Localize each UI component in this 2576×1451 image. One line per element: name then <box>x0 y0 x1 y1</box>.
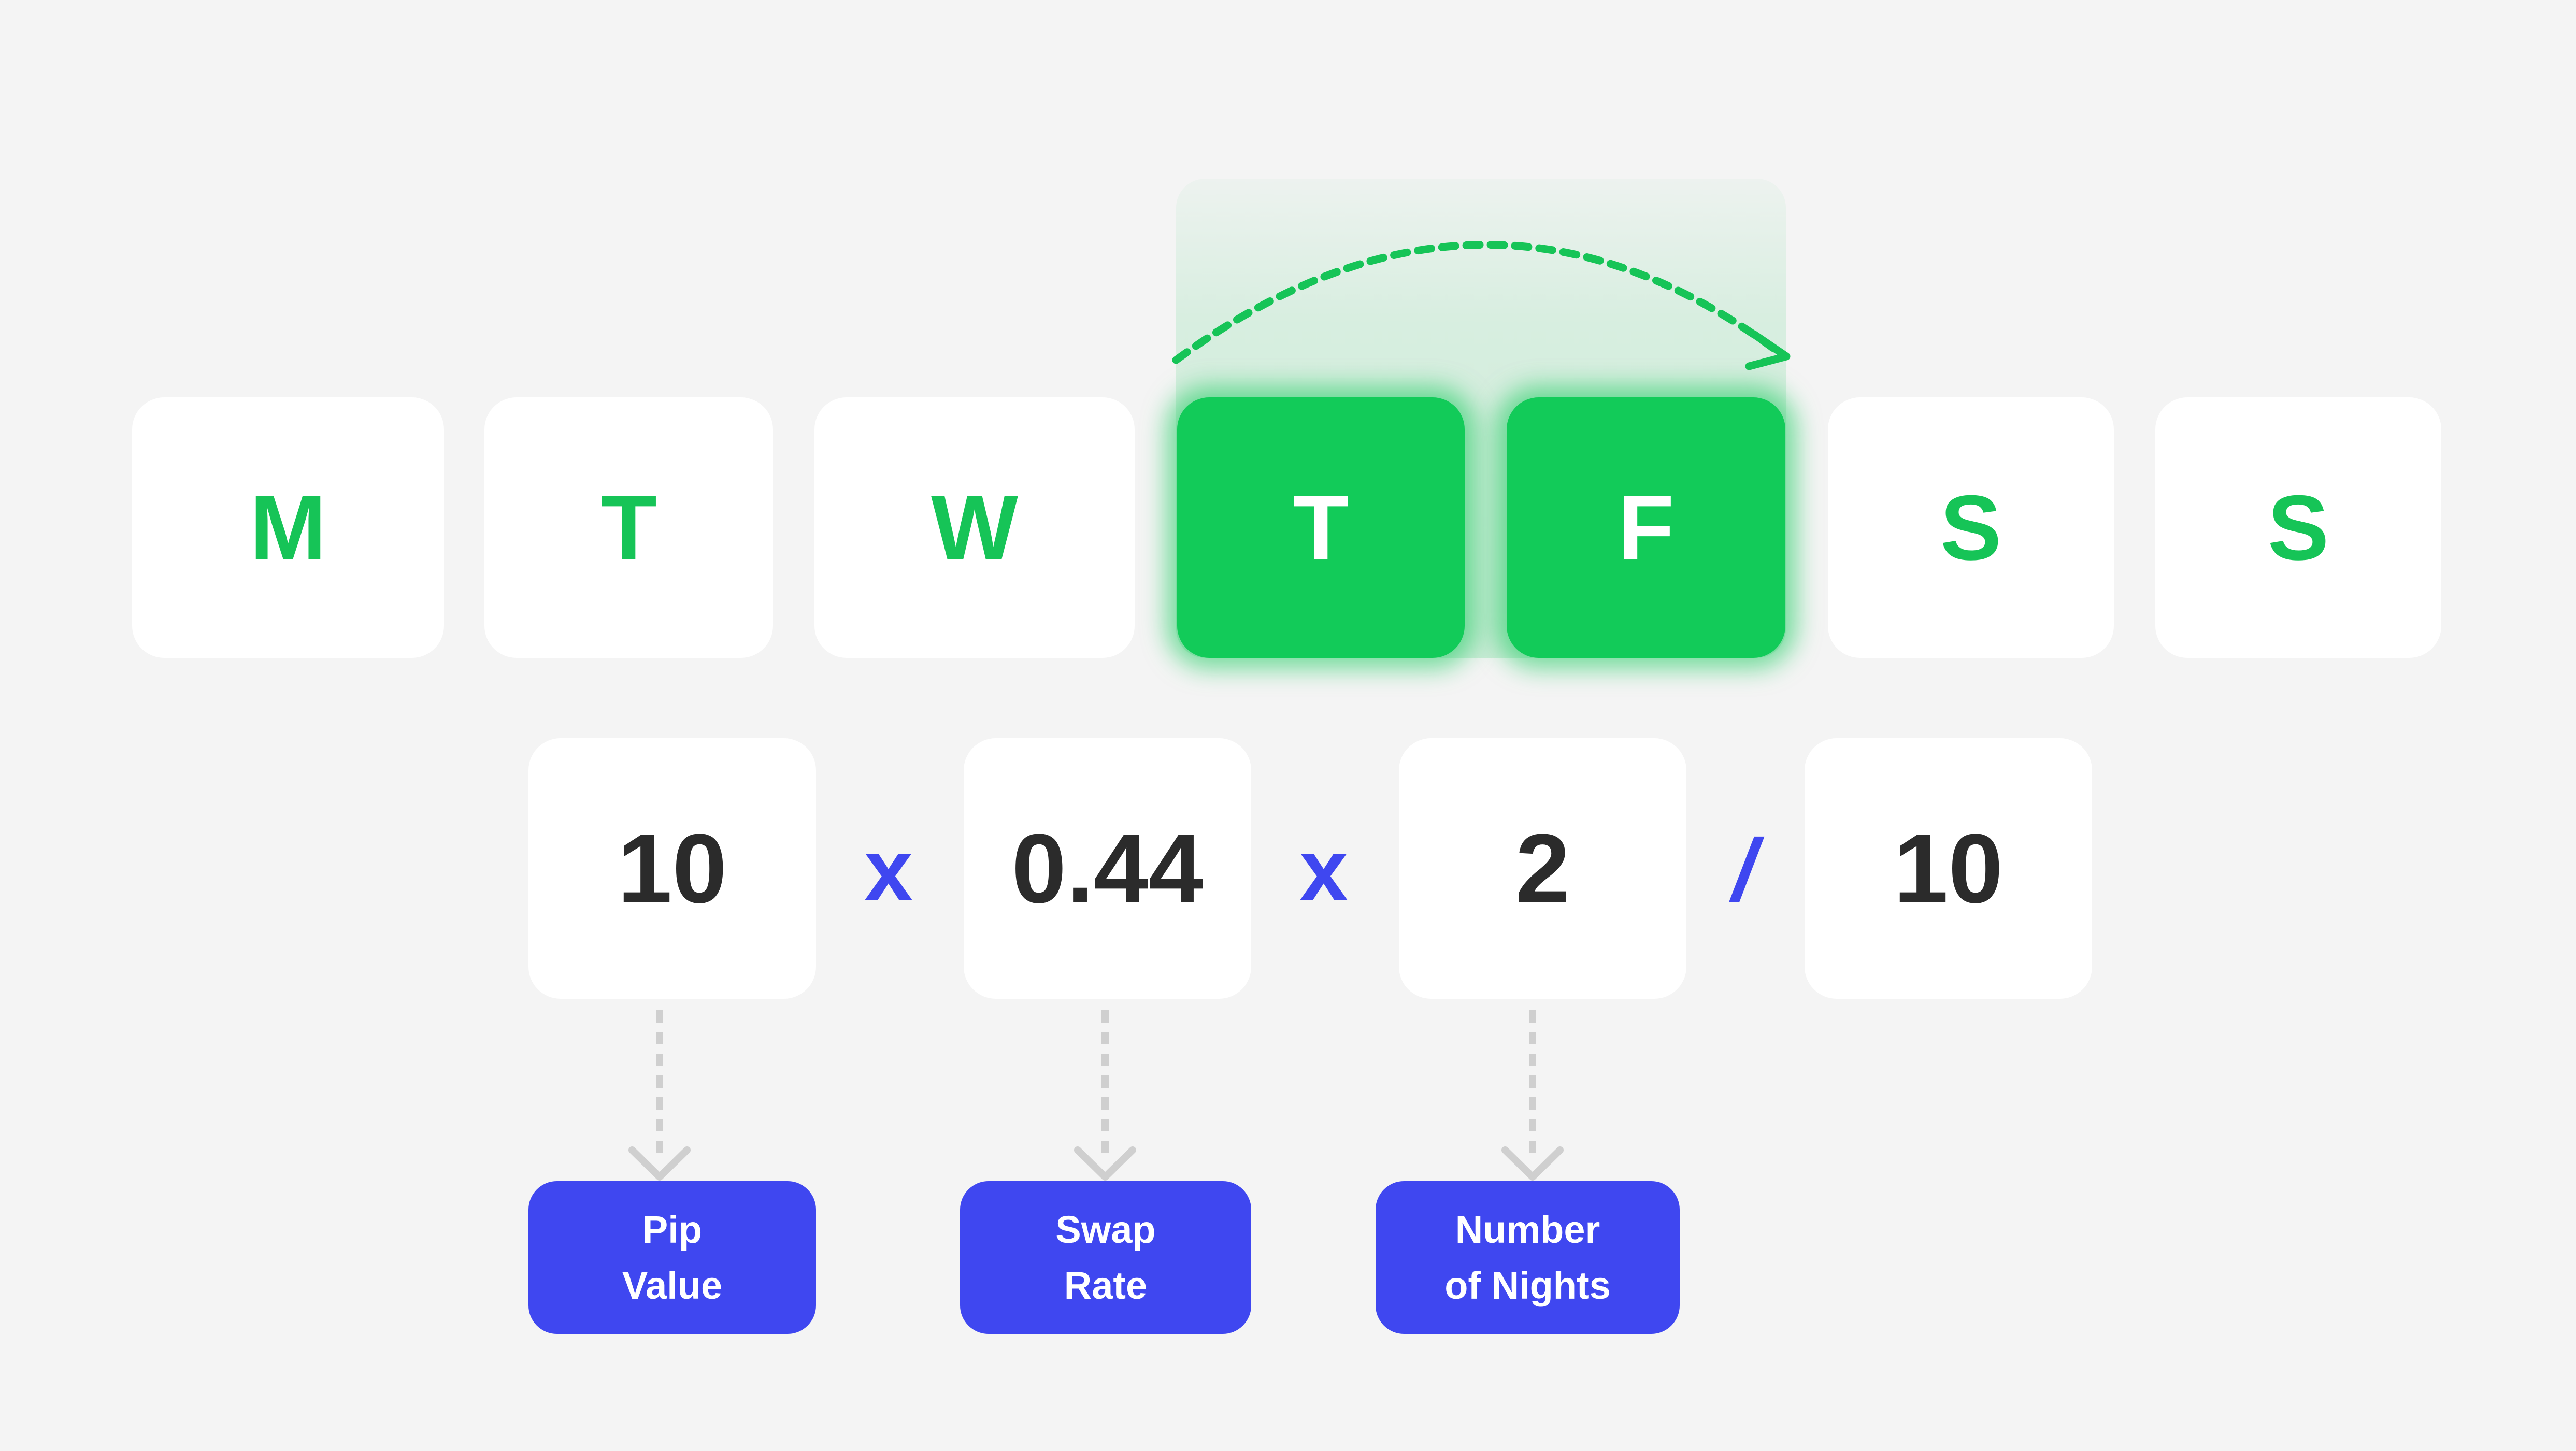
divisor-tile: 10 <box>1805 738 2092 999</box>
day-tile-sunday: S <box>2155 397 2441 658</box>
nights-tile: 2 <box>1399 738 1686 999</box>
day-tile-friday-active: F <box>1507 397 1785 658</box>
divisor-value: 10 <box>1893 813 2003 924</box>
chevron-down-icon <box>1074 1146 1136 1181</box>
pip-value-tile: 10 <box>528 738 816 999</box>
day-letter: S <box>2267 476 2329 579</box>
day-tile-tuesday: T <box>484 397 773 658</box>
divide-operator: / <box>1732 821 1757 920</box>
day-tile-saturday: S <box>1828 397 2114 658</box>
label-line: Pip <box>642 1208 703 1251</box>
pip-value: 10 <box>617 813 727 924</box>
day-letter: T <box>1293 476 1349 579</box>
nights-value: 2 <box>1515 813 1570 924</box>
day-letter: T <box>600 476 657 579</box>
arrowhead-icon <box>1745 330 1791 370</box>
label-line: Rate <box>1064 1263 1148 1307</box>
day-tile-thursday-active: T <box>1177 397 1465 658</box>
day-letter: W <box>931 476 1018 579</box>
multiply-operator: x <box>1299 821 1349 920</box>
number-of-nights-label: Number of Nights <box>1376 1181 1680 1334</box>
chevron-down-icon <box>628 1146 691 1181</box>
chevron-down-icon <box>1501 1146 1564 1181</box>
label-line: of Nights <box>1444 1263 1611 1307</box>
pip-value-label: Pip Value <box>528 1181 816 1334</box>
multiply-operator: x <box>864 821 913 920</box>
label-line: Number <box>1455 1208 1600 1251</box>
label-line: Value <box>622 1263 723 1307</box>
swap-rate-label: Swap Rate <box>960 1181 1251 1334</box>
day-tile-wednesday: W <box>814 397 1135 658</box>
swap-rate-value: 0.44 <box>1011 813 1204 924</box>
label-line: Swap <box>1055 1208 1156 1251</box>
day-tile-monday: M <box>132 397 444 658</box>
day-letter: F <box>1618 476 1675 579</box>
swap-rate-tile: 0.44 <box>964 738 1251 999</box>
day-letter: M <box>249 476 327 579</box>
day-letter: S <box>1940 476 2002 579</box>
dashed-arc-arrow-icon <box>1172 241 1786 364</box>
